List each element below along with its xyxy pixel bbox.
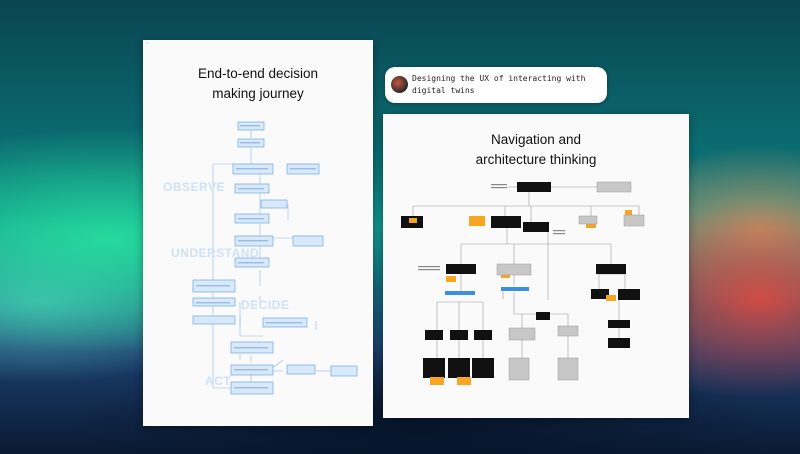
title-line-2: making journey — [212, 86, 304, 101]
title-line-1: Navigation and — [490, 132, 582, 147]
board-title: Navigation and architecture thinking — [383, 130, 689, 170]
navigation-tree — [401, 181, 645, 385]
comment-bubble[interactable]: Designing the UX of interacting with dig… — [385, 67, 607, 103]
decision-flowchart — [192, 121, 358, 395]
board-navigation-architecture[interactable]: Navigation and architecture thinking — [383, 114, 689, 418]
frame-tag: ▭ — [146, 41, 149, 45]
stage-observe: OBSERVE — [163, 180, 225, 194]
avatar — [391, 76, 408, 93]
comment-text: Designing the UX of interacting with dig… — [412, 74, 586, 95]
stage-understand: UNDERSTAND — [171, 246, 260, 260]
board-title: End-to-end decision making journey — [143, 64, 373, 104]
stage-decide: DECIDE — [241, 298, 290, 312]
stage-act: ACT — [205, 374, 232, 388]
board-decision-journey[interactable]: ▭ End-to-end decision making journey — [143, 40, 373, 426]
title-line-1: End-to-end decision — [197, 66, 319, 81]
title-line-2: architecture thinking — [475, 152, 597, 167]
